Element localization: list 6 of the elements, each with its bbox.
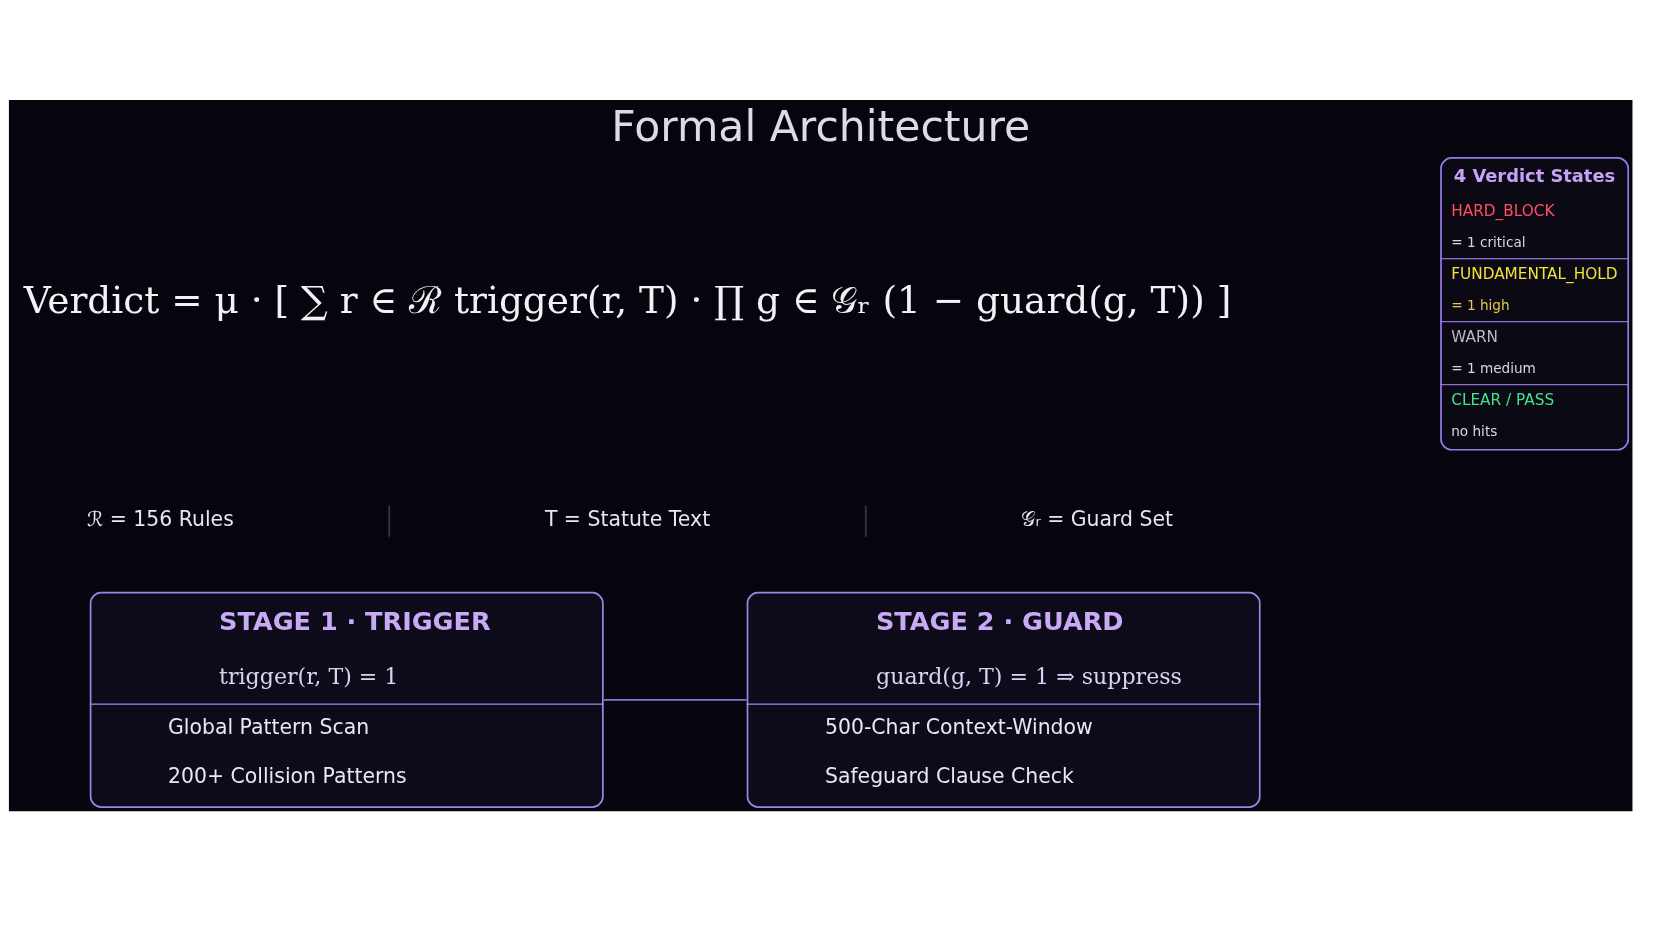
label: ℛ = 156 Rules <box>86 506 234 531</box>
label: T = Statute Text <box>544 506 711 531</box>
label: Verdict = μ · [ ∑ r ∈ ℛ trigger(r, T) · ∏ g ∈ 𝒢ᵣ (1 − guard(g, T)) ] <box>23 277 1232 322</box>
connector <box>603 698 748 701</box>
diagram-title: Formal Architecture <box>611 101 1031 151</box>
label: 𝒢ᵣ = Guard Set <box>1021 506 1174 531</box>
